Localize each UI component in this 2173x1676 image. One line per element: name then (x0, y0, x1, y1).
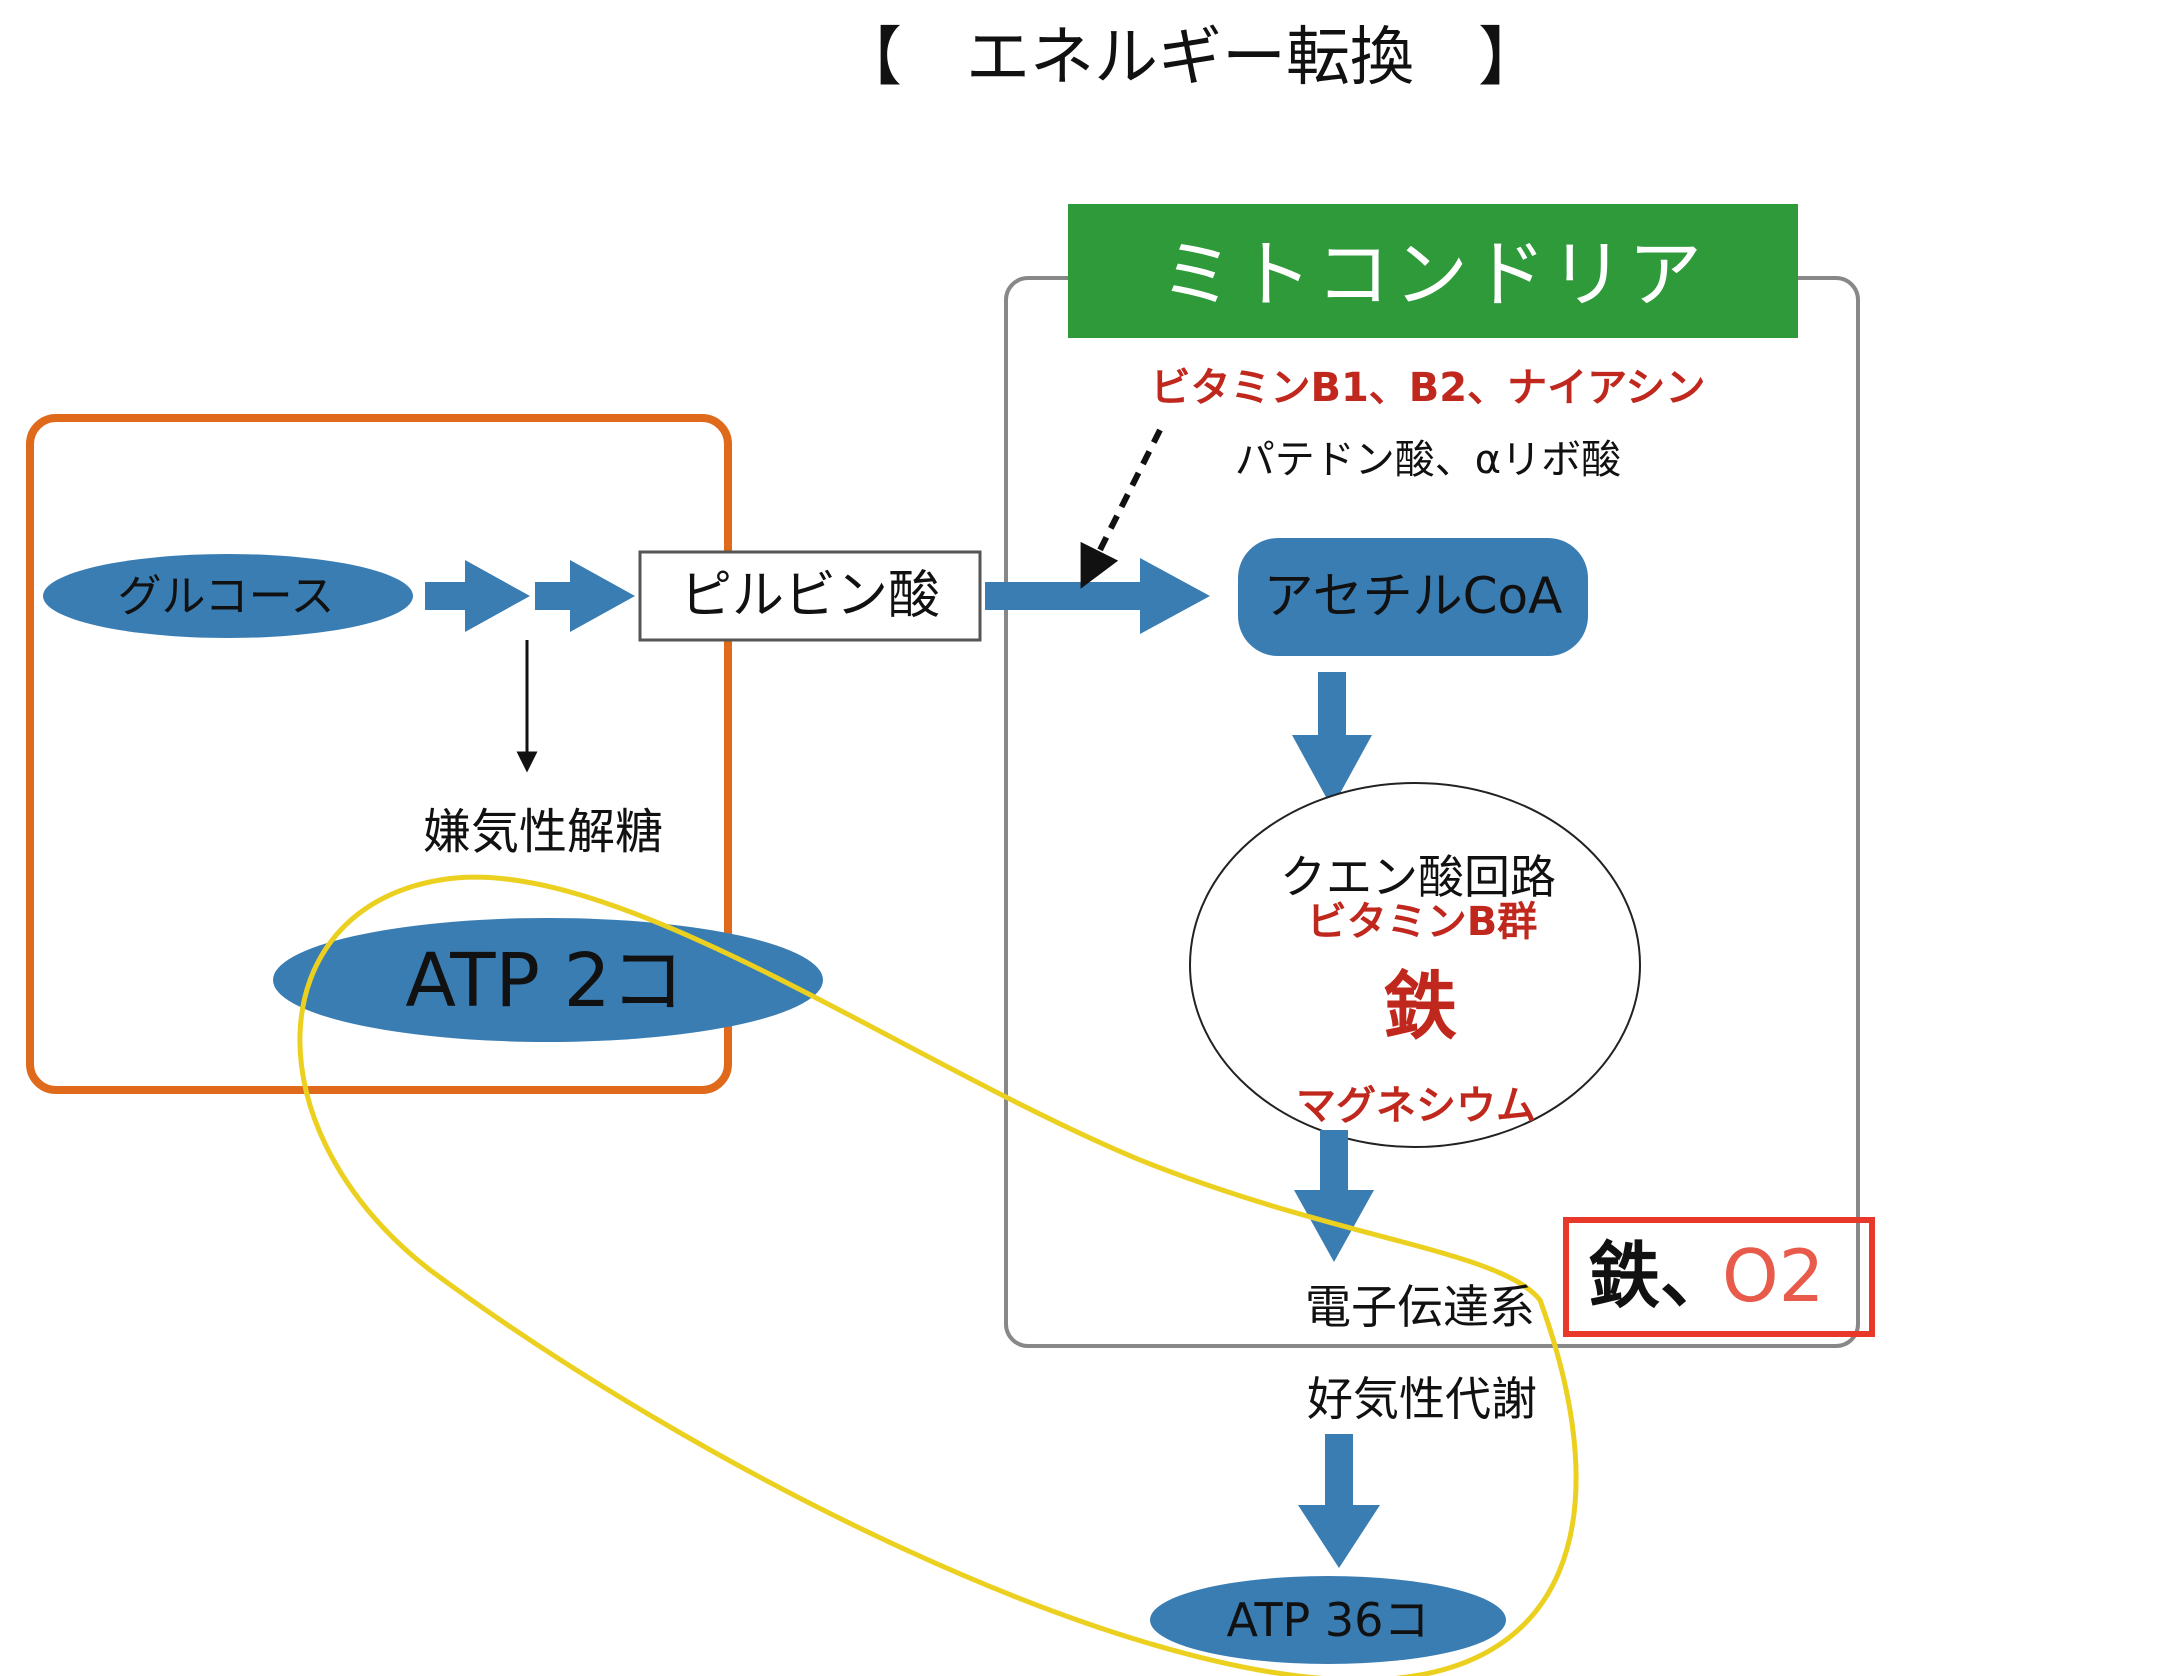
atp-anaerobic-node (273, 918, 823, 1042)
iron-oxygen-callout (1563, 1217, 1875, 1337)
aerobic-label: 好気性代謝 (1307, 1372, 1537, 1426)
acetyl-coa-label: アセチルCoA (1263, 567, 1563, 625)
mitochondria-header-bg (1068, 204, 1798, 338)
cofactors-black: パテドン酸、αリボ酸 (1234, 437, 1622, 483)
glycolysis-box (26, 414, 732, 1094)
citric-magnesium-label: マグネシウム (1296, 1083, 1536, 1129)
mitochondria-header: ミトコンドリア (1160, 232, 1706, 318)
callout-oxygen-text: O2 (1722, 1234, 1825, 1318)
electron-transport-label: 電子伝達系 (1305, 1280, 1535, 1334)
citric-cycle-node (1189, 782, 1641, 1148)
glycolysis-arrows (425, 560, 635, 632)
glucose-node (43, 554, 413, 638)
citric-cycle-label: クエン酸回路 (1280, 850, 1556, 904)
callout-iron-text: 鉄、 (1588, 1234, 1733, 1318)
atp-aerobic-node (1150, 1576, 1506, 1664)
citric-iron-label: 鉄 (1383, 964, 1457, 1050)
pyruvate-node (638, 550, 982, 642)
cycle-to-etc-arrow (1294, 1130, 1374, 1262)
acetyl-coa-node (1238, 538, 1588, 656)
citric-vitamin-label: ビタミンB群 (1306, 899, 1538, 945)
aerobic-to-atp-arrow (1298, 1434, 1380, 1568)
glucose-label: グルコース (117, 571, 335, 622)
acetyl-to-cycle-arrow (1292, 672, 1372, 808)
cofactors-red: ビタミンB1、B2、ナイアシン (1150, 365, 1706, 411)
atp-highlight-loop (297, 874, 1579, 1676)
pyruvate-to-acetyl-arrow (985, 558, 1210, 634)
page-title: 【 エネルギー転換 】 (838, 21, 1542, 95)
pyruvate-label: ピルビン酸 (679, 566, 941, 626)
cofactor-dashed-arrow (1080, 428, 1163, 589)
atp-anaerobic-label: ATP 2コ (405, 938, 685, 1024)
atp-aerobic-label: ATP 36コ (1226, 1593, 1430, 1647)
anaerobic-label: 嫌気性解糖 (422, 804, 664, 860)
